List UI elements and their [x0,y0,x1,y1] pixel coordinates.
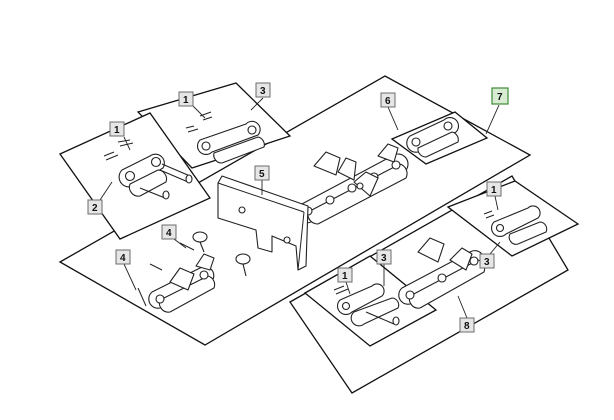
callout-7[interactable]: 7 [491,87,509,105]
callout-label: 3 [381,253,387,264]
callout-label: 1 [183,95,189,106]
pin-link-top [185,111,265,164]
callout-label: 1 [491,185,497,196]
callout-1-inset-2[interactable]: 1 [337,267,353,283]
callout-4-lower[interactable]: 4 [115,249,131,265]
callout-label: 7 [497,92,503,103]
main-chain-assembly [296,143,409,225]
callout-1-top[interactable]: 1 [178,91,194,107]
callout-6[interactable]: 6 [380,92,396,108]
callout-label: 4 [120,253,126,264]
callout-label: 8 [464,321,470,332]
pin-link-inset-2 [333,283,400,327]
callout-8[interactable]: 8 [459,317,475,333]
wear-strip-5 [217,175,309,271]
callout-label: 5 [259,169,265,180]
callout-label: 1 [114,125,120,136]
callout-4-upper[interactable]: 4 [161,224,177,240]
chain-bottom-right [398,237,486,309]
callout-2[interactable]: 2 [87,199,103,215]
callout-label: 1 [342,271,348,282]
callout-5[interactable]: 5 [254,165,270,181]
callout-label: 6 [385,96,391,107]
bolts-4 [179,231,251,277]
callout-1-left[interactable]: 1 [109,121,125,137]
callout-label: 3 [260,86,266,97]
callout-3-inset-2[interactable]: 3 [376,249,392,265]
callout-label: 3 [484,257,490,268]
chain-link-left [103,139,193,200]
callout-label: 2 [92,203,98,214]
chain-link-detail-6 [406,116,460,158]
callout-3-inset-1[interactable]: 3 [479,253,495,269]
pin-link-inset-1 [483,205,548,245]
callout-label: 4 [166,228,172,239]
callout-3-top[interactable]: 3 [255,82,271,98]
chain-link-lower-left [137,253,216,313]
callout-1-inset-1[interactable]: 1 [486,181,502,197]
